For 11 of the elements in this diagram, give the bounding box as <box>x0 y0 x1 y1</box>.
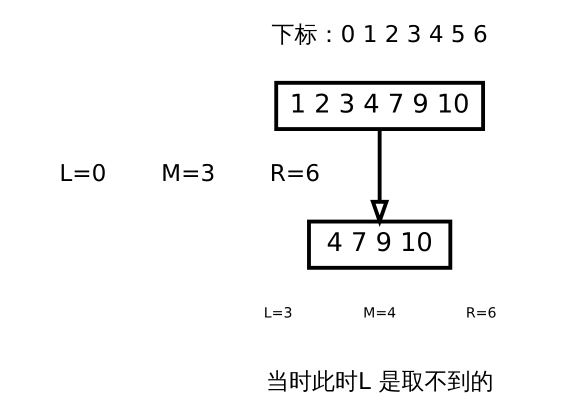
label: M=3 <box>160 160 215 187</box>
node-box: 1 2 3 4 7 9 10 <box>274 80 485 131</box>
arrow <box>370 129 389 227</box>
label: R=6 <box>465 306 496 322</box>
label: R=6 <box>269 160 320 187</box>
label: L=0 <box>58 160 106 187</box>
label: M=4 <box>362 306 396 322</box>
label: 当时此时L 是取不到的 <box>266 369 493 396</box>
label: L=3 <box>263 306 292 322</box>
node-box: 4 7 9 10 <box>306 220 452 270</box>
label: 下标：0 1 2 3 4 5 6 <box>271 22 488 48</box>
